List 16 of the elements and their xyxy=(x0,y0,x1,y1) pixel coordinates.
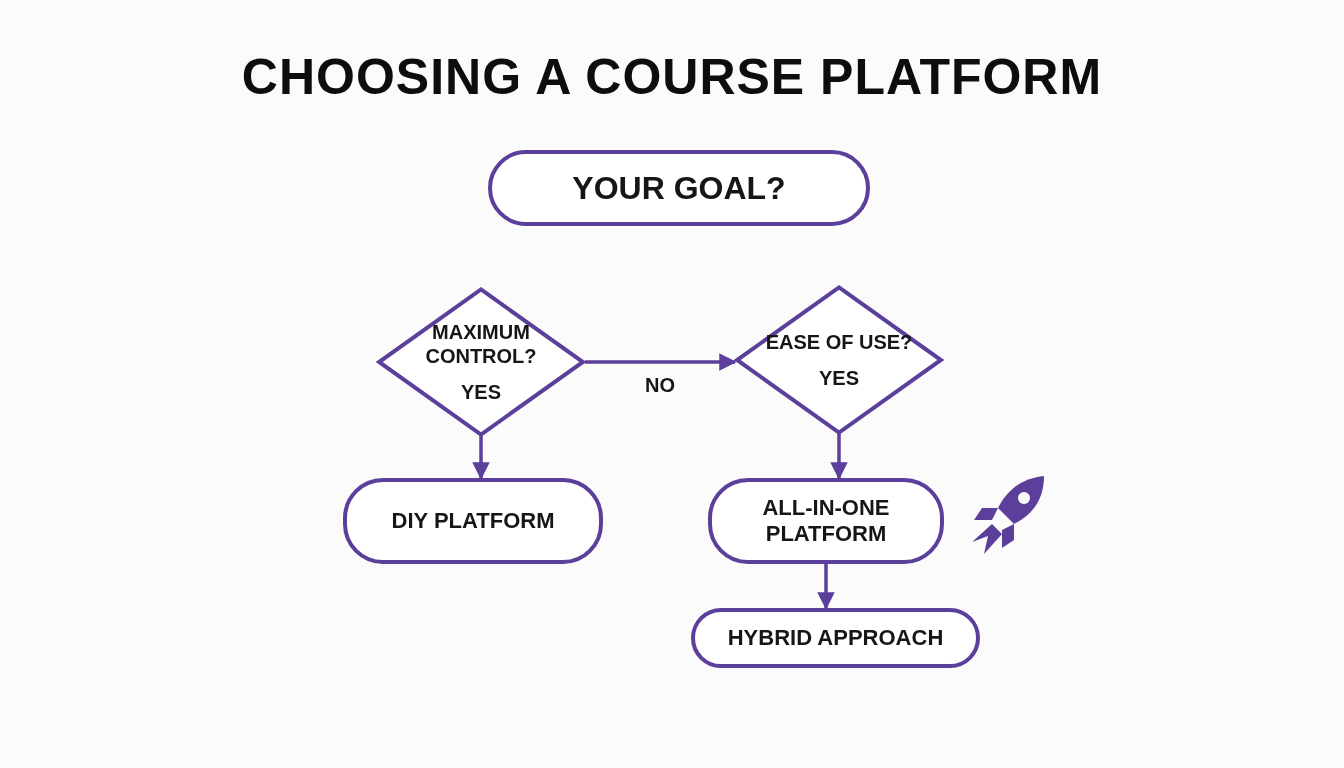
arrow xyxy=(830,434,848,480)
arrow xyxy=(585,353,737,371)
title: CHOOSING A COURSE PLATFORM xyxy=(240,48,1104,106)
node-label: ALL-IN-ONE PLATFORM xyxy=(761,494,891,548)
arrow xyxy=(472,436,490,480)
node-label: HYBRID APPROACH xyxy=(727,624,944,652)
answer-label: YES xyxy=(819,366,859,390)
arrow xyxy=(817,564,835,610)
node-label: MAXIMUM CONTROL? xyxy=(424,320,538,368)
decision-diamond xyxy=(735,286,943,434)
node-label: YOUR GOAL? xyxy=(572,168,786,208)
decision-diamond xyxy=(377,288,585,436)
node-label: EASE OF USE? xyxy=(765,330,913,354)
node-label: DIY PLATFORM xyxy=(391,507,555,535)
rounded-box xyxy=(691,608,980,668)
answer-label: YES xyxy=(461,380,501,404)
